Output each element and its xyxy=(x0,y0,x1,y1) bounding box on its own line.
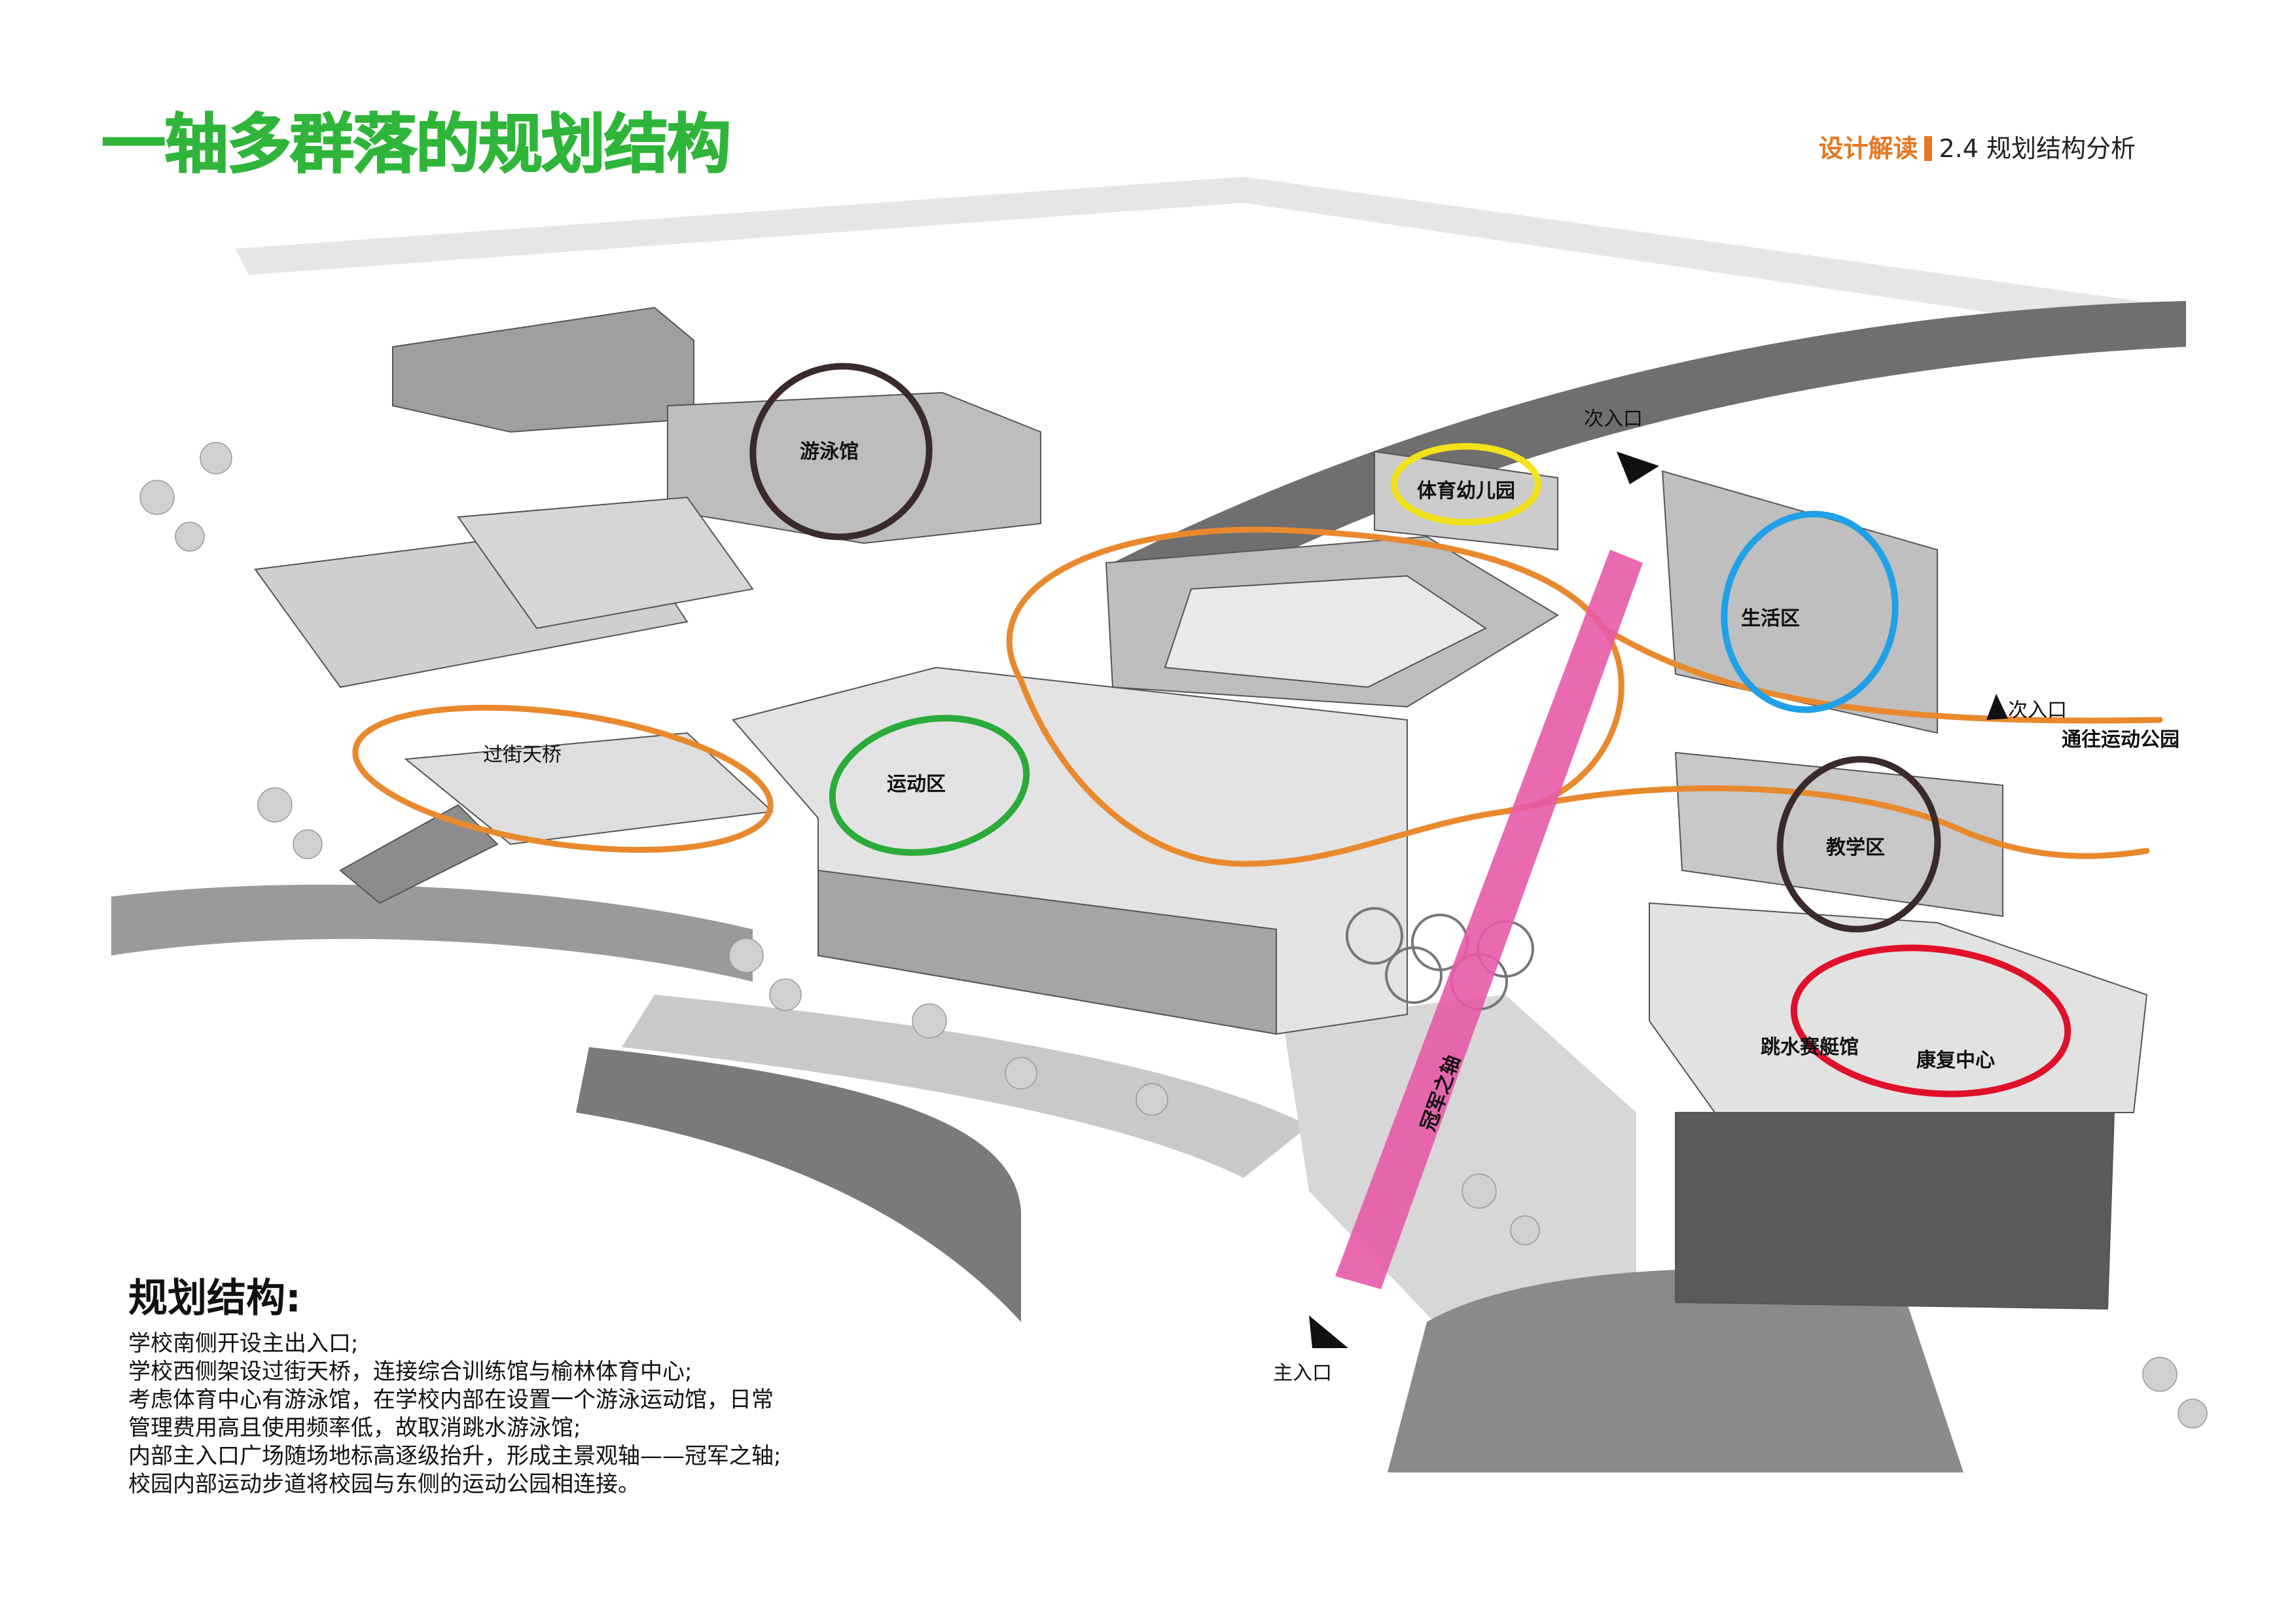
description-line: 内部主入口广场随场地标高逐级抬升，形成主景观轴——冠军之轴; xyxy=(128,1443,781,1469)
label-to-sports-park: 通往运动公园 xyxy=(2062,728,2179,751)
section-tag-divider xyxy=(1924,136,1933,161)
ground-layer xyxy=(111,177,2186,1472)
page-title: 一轴多群落的规划结构 xyxy=(101,107,732,182)
trees-layer xyxy=(139,442,2208,1429)
champion-axis xyxy=(1335,550,1643,1289)
building-swimming-hall xyxy=(667,391,1041,544)
secondary-entrance-top-arrow xyxy=(1617,452,1659,484)
description-line: 校园内部运动步道将校园与东侧的运动公园相连接。 xyxy=(128,1471,640,1497)
building-diving-hall xyxy=(1649,902,2148,1113)
building-top-left-hall xyxy=(392,306,694,433)
section-tag-primary: 设计解读 xyxy=(1818,134,1918,163)
section-tag: 设计解读 2.4 规划结构分析 xyxy=(1818,136,2136,161)
zone-kindergarten xyxy=(1391,443,1541,526)
description-line: 管理费用高且使用频率低，故取消跳水游泳馆; xyxy=(128,1415,581,1441)
zone-sports xyxy=(829,715,1030,856)
diving-hall-glass xyxy=(1675,1112,2115,1310)
tree xyxy=(728,938,764,973)
road-curve-east xyxy=(1113,301,2186,589)
tree xyxy=(175,522,205,552)
main-entrance-arrow xyxy=(1309,1315,1348,1348)
road-lower-right xyxy=(1388,1268,1964,1472)
road-south-west xyxy=(111,884,753,982)
tree xyxy=(139,480,175,515)
east-path-upper xyxy=(1600,625,2163,724)
label-secondary-entrance-right: 次入口 xyxy=(2008,699,2067,722)
road-lower-left xyxy=(576,1047,1021,1322)
ring xyxy=(1385,946,1443,1004)
tree xyxy=(2142,1357,2178,1392)
buildings-layer xyxy=(254,306,2148,1310)
east-path-lower xyxy=(1502,785,2150,859)
tree xyxy=(769,978,802,1011)
entrance-arrows xyxy=(1309,452,2008,1348)
description-line: 学校西侧架设过街天桥，连接综合训练馆与榆林体育中心; xyxy=(128,1359,692,1385)
footbridge-ramp xyxy=(339,804,499,904)
section-tag-secondary: 2.4 规划结构分析 xyxy=(1939,134,2136,163)
sports-path-loops xyxy=(352,526,2163,867)
road-south xyxy=(622,995,1309,1178)
label-main-entrance: 主入口 xyxy=(1273,1362,1332,1385)
label-living-zone: 生活区 xyxy=(1741,607,1800,630)
tree xyxy=(257,787,293,823)
label-diving-hall: 跳水赛艇馆 xyxy=(1761,1036,1859,1059)
map-labels: 游泳馆 体育幼儿园 次入口 生活区 次入口 通往运动公园 过街天桥 运动区 教学… xyxy=(483,408,2179,1385)
training-hall-facade xyxy=(817,869,1277,1035)
tree xyxy=(200,442,232,474)
description-line: 考虑体育中心有游泳馆，在学校内部在设置一个游泳运动馆，日常 xyxy=(128,1387,774,1413)
ring xyxy=(1346,907,1403,965)
description-line: 学校南侧开设主出入口; xyxy=(128,1330,359,1357)
zone-living xyxy=(1721,510,1899,713)
zone-swimming xyxy=(749,363,933,541)
tree xyxy=(293,829,323,859)
label-sports-zone: 运动区 xyxy=(887,773,946,796)
description-heading: 规划结构: xyxy=(128,1275,301,1321)
tree xyxy=(1510,1215,1540,1245)
label-kindergarten: 体育幼儿园 xyxy=(1417,480,1515,503)
main-sports-loop xyxy=(1006,526,1624,867)
tree xyxy=(1005,1057,1037,1090)
zone-diving xyxy=(1790,944,2072,1097)
building-teaching-block xyxy=(1674,751,2003,918)
road-north xyxy=(236,177,2186,340)
tree xyxy=(1462,1173,1497,1209)
footbridge-loop xyxy=(352,704,774,853)
planning-structure-description: 规划结构: 学校南侧开设主出入口; 学校西侧架设过街天桥，连接综合训练馆与榆林体… xyxy=(128,1266,1110,1499)
football-field xyxy=(1164,575,1487,688)
tree xyxy=(1136,1083,1168,1116)
secondary-entrance-right-arrow xyxy=(1986,694,2008,720)
tennis-courts xyxy=(457,496,754,630)
tree xyxy=(912,1003,947,1039)
label-teaching-zone: 教学区 xyxy=(1826,836,1885,859)
label-secondary-entrance-top: 次入口 xyxy=(1584,408,1643,431)
zone-teaching xyxy=(1776,756,1941,933)
label-swimming-hall: 游泳馆 xyxy=(800,440,859,463)
tree xyxy=(2178,1399,2208,1429)
label-footbridge: 过街天桥 xyxy=(483,743,562,766)
zone-circles xyxy=(749,363,2072,1097)
building-kindergarten xyxy=(1374,450,1558,551)
label-rehab-center: 康复中心 xyxy=(1916,1049,1995,1072)
